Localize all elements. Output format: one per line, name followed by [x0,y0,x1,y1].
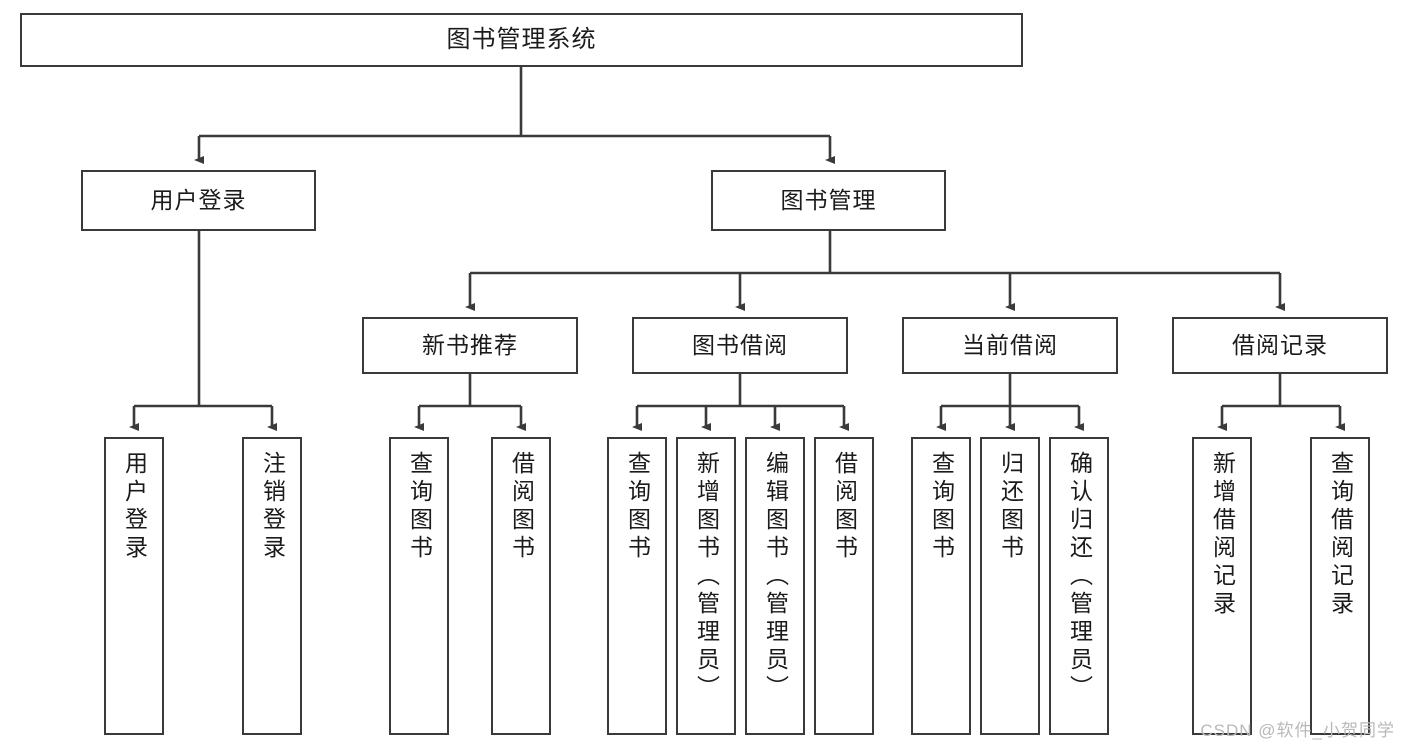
node-book-borrow[interactable]: 图书借阅 [632,317,848,374]
node-book-management[interactable]: 图书管理 [711,170,946,231]
leaf-borrow-borrow-book-label: 借阅图书 [831,451,858,563]
leaf-borrow-edit-book-admin-label: 编辑图书（管理员） [762,451,789,703]
leaf-borrow-add-book-admin[interactable]: 新增图书（管理员） [676,437,736,735]
leaf-record-add-record-label: 新增借阅记录 [1209,451,1236,619]
csdn-watermark: CSDN @软件_小贺同学 [1200,721,1395,740]
leaf-user-login-signin-label: 用户登录 [121,451,148,563]
leaf-user-login-signout-label: 注销登录 [259,451,286,563]
leaf-borrow-add-book-admin-label: 新增图书（管理员） [693,451,720,703]
node-user-login-label: 用户登录 [150,186,247,213]
leaf-current-return-book-label: 归还图书 [997,451,1024,563]
leaf-user-login-signout[interactable]: 注销登录 [242,437,302,735]
node-new-book-recommend-label: 新书推荐 [422,331,518,358]
node-new-book-recommend[interactable]: 新书推荐 [362,317,578,374]
node-current-borrow-label: 当前借阅 [962,331,1058,358]
leaf-recommend-query-book-label: 查询图书 [406,451,433,563]
leaf-borrow-query-book-label: 查询图书 [624,451,651,563]
node-borrow-record[interactable]: 借阅记录 [1172,317,1388,374]
leaf-record-query-record-label: 查询借阅记录 [1327,451,1354,619]
leaf-user-login-signin[interactable]: 用户登录 [104,437,164,735]
node-user-login[interactable]: 用户登录 [81,170,316,231]
node-current-borrow[interactable]: 当前借阅 [902,317,1118,374]
leaf-borrow-edit-book-admin[interactable]: 编辑图书（管理员） [745,437,805,735]
leaf-borrow-query-book[interactable]: 查询图书 [607,437,667,735]
leaf-recommend-query-book[interactable]: 查询图书 [389,437,449,735]
node-book-management-label: 图书管理 [780,186,877,213]
node-borrow-record-label: 借阅记录 [1232,331,1328,358]
leaf-record-add-record[interactable]: 新增借阅记录 [1192,437,1252,735]
leaf-record-query-record[interactable]: 查询借阅记录 [1310,437,1370,735]
leaf-current-confirm-return-admin-label: 确认归还（管理员） [1066,451,1093,703]
leaf-current-return-book[interactable]: 归还图书 [980,437,1040,735]
node-root-system[interactable]: 图书管理系统 [20,13,1023,67]
leaf-current-confirm-return-admin[interactable]: 确认归还（管理员） [1049,437,1109,735]
leaf-recommend-borrow-book-label: 借阅图书 [508,451,535,563]
leaf-current-query-book[interactable]: 查询图书 [911,437,971,735]
node-book-borrow-label: 图书借阅 [692,331,788,358]
leaf-current-query-book-label: 查询图书 [928,451,955,563]
leaf-recommend-borrow-book[interactable]: 借阅图书 [491,437,551,735]
node-root-system-label: 图书管理系统 [446,25,597,53]
leaf-borrow-borrow-book[interactable]: 借阅图书 [814,437,874,735]
